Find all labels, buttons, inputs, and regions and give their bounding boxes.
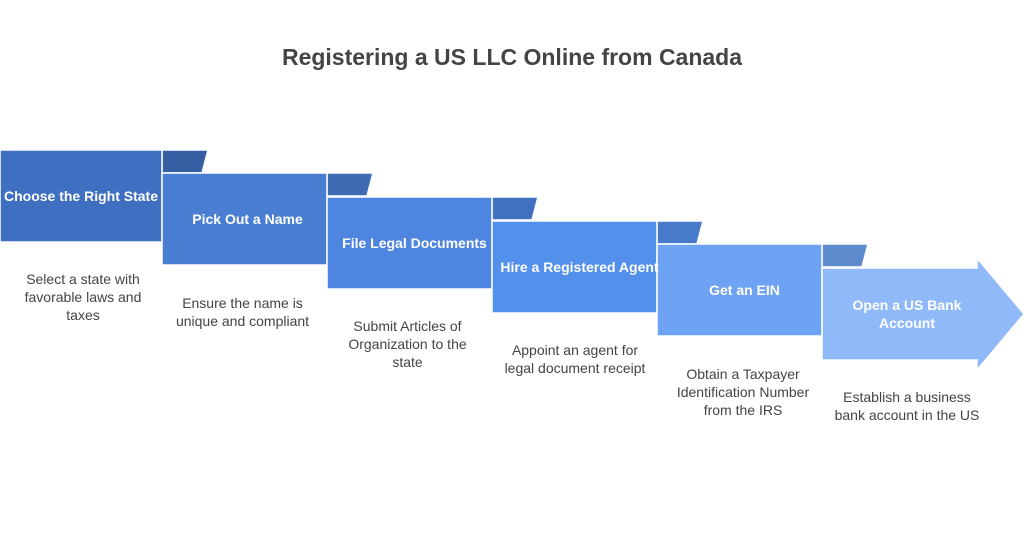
step-description-1: Select a state with favorable laws and t… <box>24 271 142 323</box>
step-description-5: Obtain a Taxpayer Identification Number … <box>676 366 810 418</box>
step-description-6: Establish a business bank account in the… <box>834 389 980 423</box>
step-shape-1 <box>0 149 163 243</box>
step-fold-1 <box>161 149 209 174</box>
step-shape-2 <box>161 172 328 266</box>
step-label-6: Open a US Bank Account <box>852 297 962 331</box>
step-label-1: Choose the Right State <box>3 188 158 204</box>
step-arrow-6 <box>821 255 1024 373</box>
step-label-3: File Legal Documents <box>342 235 487 251</box>
step-fold-4 <box>656 220 704 245</box>
step-fold-2 <box>326 172 374 197</box>
step-label-5: Get an EIN <box>709 282 780 298</box>
step-description-3: Submit Articles of Organization to the s… <box>348 318 467 370</box>
step-label-4: Hire a Registered Agent <box>500 259 659 275</box>
step-fold-5 <box>821 243 869 268</box>
step-shape-4 <box>491 220 658 314</box>
step-description-4: Appoint an agent for legal document rece… <box>504 342 646 376</box>
step-label-2: Pick Out a Name <box>192 211 303 227</box>
step-description-2: Ensure the name is unique and compliant <box>175 295 310 329</box>
step-fold-3 <box>491 196 539 221</box>
step-shape-5 <box>656 243 823 337</box>
diagram-title: Registering a US LLC Online from Canada <box>281 44 743 70</box>
